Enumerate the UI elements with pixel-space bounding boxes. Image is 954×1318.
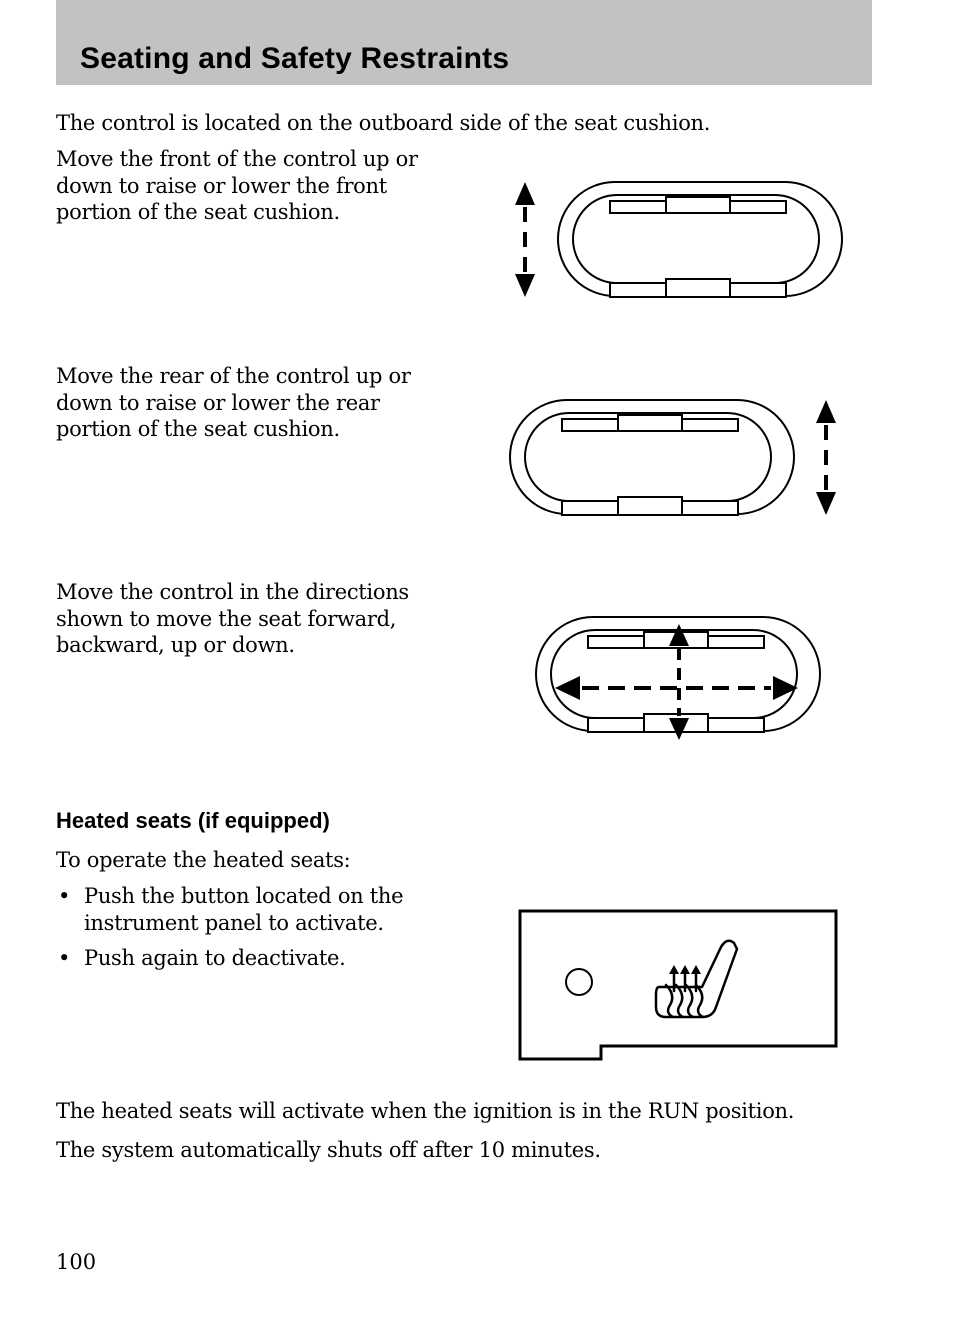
- bullet-marker: •: [58, 884, 71, 908]
- rear-control-instruction: Move the rear of the control up or down …: [56, 364, 411, 441]
- list-item: • Push again to deactivate.: [56, 945, 456, 972]
- list-item-text: Push again to deactivate.: [84, 946, 346, 970]
- bullet-marker: •: [58, 946, 71, 970]
- heated-seats-lead: To operate the heated seats:: [56, 848, 351, 872]
- section-title: Seating and Safety Restraints: [80, 42, 510, 75]
- seat-control-rear-tilt-figure: [509, 399, 836, 516]
- up-down-arrow-icon: [816, 400, 836, 515]
- heated-seats-heading: Heated seats (if equipped): [56, 808, 330, 833]
- front-control-instruction: Move the front of the control up or down…: [56, 147, 418, 224]
- button-indicator-icon: [565, 968, 593, 996]
- seat-control-four-way-figure: [535, 616, 821, 740]
- four-way-arrow-icon: [555, 624, 798, 740]
- list-item: • Push the button located on the instrum…: [56, 883, 456, 936]
- activation-note: The heated seats will activate when the …: [56, 1099, 795, 1123]
- list-item-text: Push the button located on the instrumen…: [84, 884, 404, 935]
- auto-shutoff-note: The system automatically shuts off after…: [56, 1138, 601, 1162]
- heated-seat-icon: [654, 939, 739, 1019]
- heated-seat-button-figure: [518, 909, 838, 1061]
- heated-seats-steps: • Push the button located on the instrum…: [56, 883, 456, 981]
- page-number: 100: [56, 1250, 97, 1274]
- fore-aft-instruction: Move the control in the directions shown…: [56, 580, 409, 657]
- up-down-arrow-icon: [515, 182, 535, 297]
- seat-control-front-tilt-figure: [515, 181, 843, 298]
- section-header-bar: Seating and Safety Restraints: [56, 0, 872, 85]
- intro-paragraph: The control is located on the outboard s…: [56, 111, 711, 135]
